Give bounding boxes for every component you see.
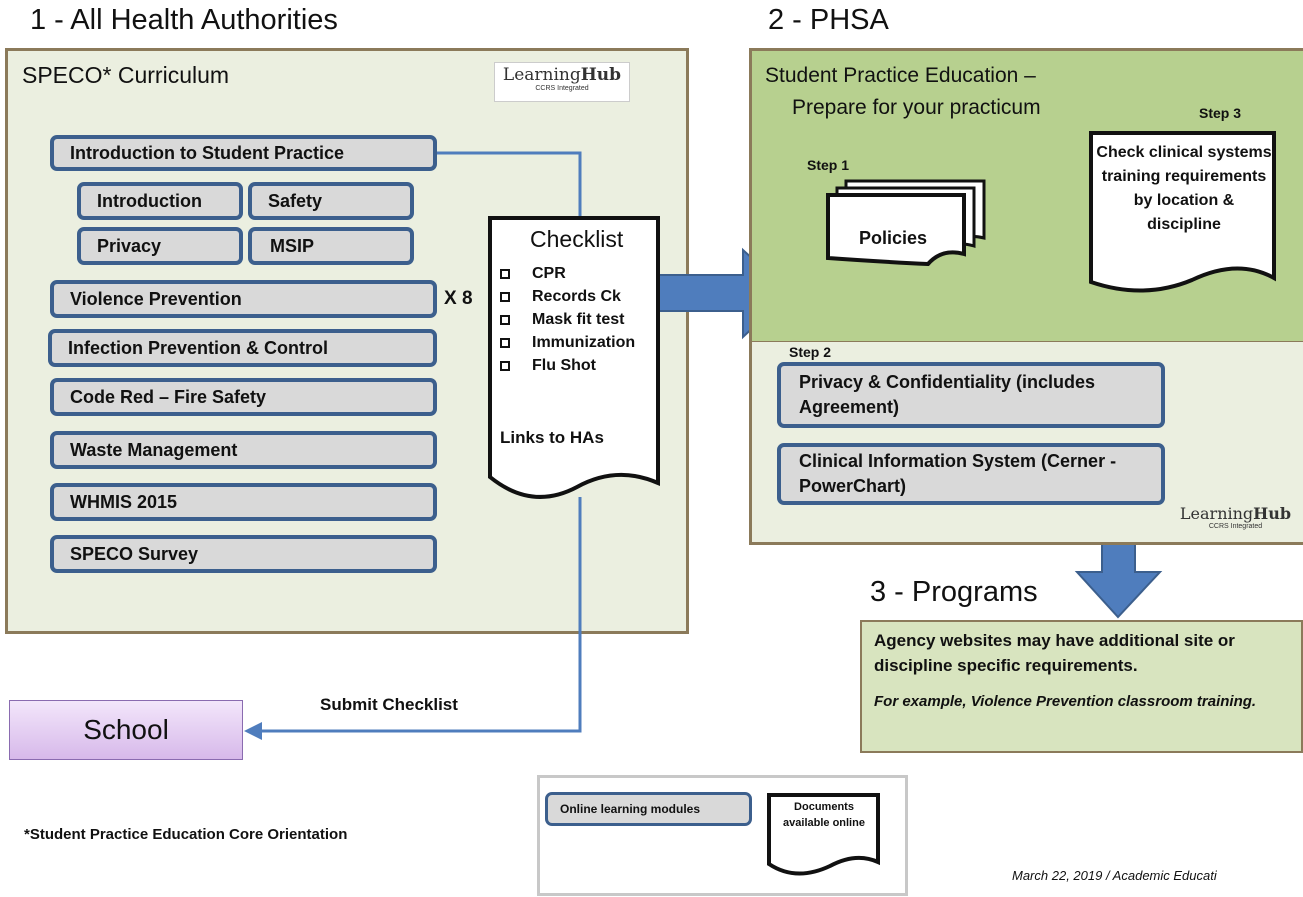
- programs-example-text: For example, Violence Prevention classro…: [874, 693, 1257, 710]
- checklist-items: CPR Records Ck Mask fit test Immunizatio…: [500, 262, 635, 377]
- checkbox-icon[interactable]: [500, 337, 510, 348]
- step3-document-text[interactable]: Check clinical systems training requirem…: [1096, 144, 1272, 233]
- module-code-red[interactable]: Code Red – Fire Safety: [50, 378, 437, 416]
- section-1-heading: 1 - All Health Authorities: [30, 4, 338, 36]
- checklist-title: Checklist: [530, 226, 624, 252]
- checkbox-icon[interactable]: [500, 291, 510, 302]
- checkbox-icon[interactable]: [500, 314, 510, 325]
- module-intro-student-practice[interactable]: Introduction to Student Practice: [50, 135, 437, 171]
- phsa-title-line2: Prepare for your practicum: [792, 96, 1041, 119]
- learninghub-logo-phsa: LearningHub CCRS Integrated: [1179, 504, 1292, 530]
- arrowhead-to-school: [244, 722, 262, 740]
- checkbox-icon[interactable]: [500, 268, 510, 279]
- module-privacy-confidentiality[interactable]: Privacy & Confidentiality (includes Agre…: [777, 362, 1165, 428]
- policies-stack-shape: [826, 179, 986, 267]
- school-box: School: [9, 700, 243, 760]
- checklist-item[interactable]: CPR: [500, 262, 635, 285]
- footnote: *Student Practice Education Core Orienta…: [24, 826, 348, 843]
- checklist-item[interactable]: Flu Shot: [500, 354, 635, 377]
- section-3-heading: 3 - Programs: [870, 576, 1038, 608]
- module-speco-survey[interactable]: SPECO Survey: [50, 535, 437, 573]
- step-3-label: Step 3: [1199, 105, 1242, 121]
- legend-document-shape: [767, 793, 880, 876]
- module-infection-prevention[interactable]: Infection Prevention & Control: [48, 329, 437, 367]
- programs-text: Agency websites may have additional site…: [874, 631, 1235, 675]
- legend-document-text: Documents available online: [783, 801, 865, 829]
- policies-label[interactable]: Policies: [859, 228, 928, 248]
- module-clinical-information-system[interactable]: Clinical Information System (Cerner - Po…: [777, 443, 1165, 505]
- module-msip[interactable]: MSIP: [248, 227, 414, 265]
- module-introduction[interactable]: Introduction: [77, 182, 243, 220]
- multiplier-label: X 8: [444, 288, 473, 309]
- checklist-item[interactable]: Records Ck: [500, 285, 635, 308]
- module-whmis[interactable]: WHMIS 2015: [50, 483, 437, 521]
- module-waste-management[interactable]: Waste Management: [50, 431, 437, 469]
- connector-checklist-to-school: [258, 497, 582, 733]
- checkbox-icon[interactable]: [500, 360, 510, 371]
- checklist-item[interactable]: Immunization: [500, 331, 635, 354]
- module-safety[interactable]: Safety: [248, 182, 414, 220]
- phsa-title-line1: Student Practice Education –: [765, 64, 1036, 87]
- step3-document-shape: [1089, 131, 1276, 293]
- step-2-label: Step 2: [789, 344, 832, 360]
- school-label: School: [83, 714, 169, 745]
- checklist-links[interactable]: Links to HAs: [500, 428, 604, 447]
- step-1-label: Step 1: [807, 157, 850, 173]
- checklist-document-shape: [488, 216, 660, 499]
- checklist-item[interactable]: Mask fit test: [500, 308, 635, 331]
- section-2-heading: 2 - PHSA: [768, 4, 889, 36]
- speco-curriculum-title: SPECO* Curriculum: [22, 62, 230, 88]
- module-violence-prevention[interactable]: Violence Prevention: [50, 280, 437, 318]
- programs-panel: [860, 620, 1303, 753]
- learninghub-logo: LearningHub CCRS Integrated: [494, 62, 630, 102]
- submit-checklist-label: Submit Checklist: [320, 695, 458, 714]
- connector-intro-to-checklist: [437, 151, 582, 218]
- legend-module-sample: Online learning modules: [545, 792, 752, 826]
- module-privacy[interactable]: Privacy: [77, 227, 243, 265]
- footer-date: March 22, 2019 / Academic Educati: [1012, 868, 1217, 883]
